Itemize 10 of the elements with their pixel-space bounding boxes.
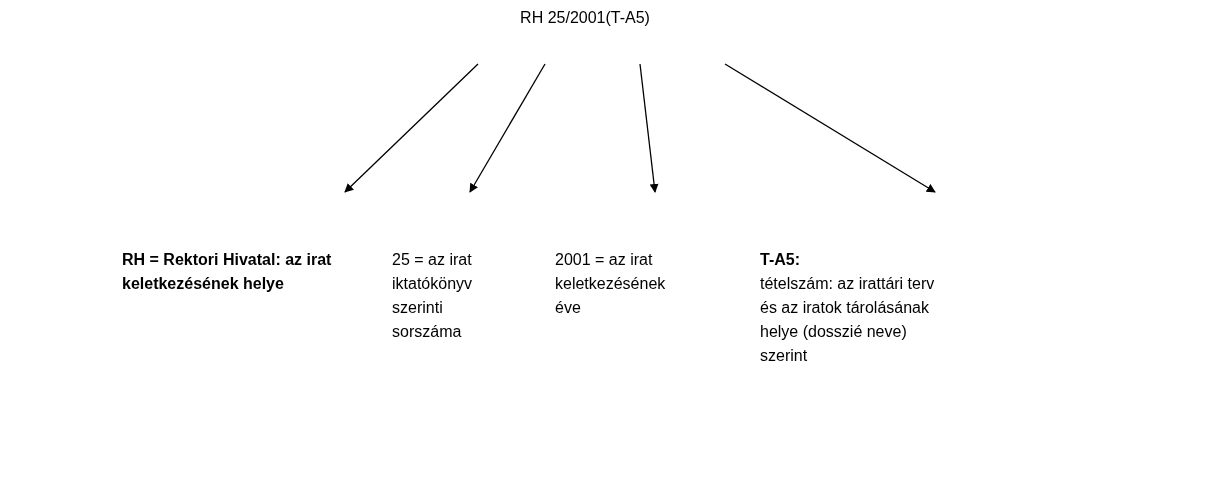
description-text: 25 = az irat iktatókönyv szerinti sorszáma xyxy=(392,250,474,342)
heading-text: T-A5: xyxy=(760,250,801,270)
arrow xyxy=(344,63,479,193)
description-text: tételszám: az irattári terv és az iratok tárolásának helye (dosszié neve) szerint xyxy=(760,274,936,366)
arrow xyxy=(469,63,546,193)
arrow xyxy=(724,63,936,193)
description-text: RH = Rektori Hivatal: az irat keletkezésének helye xyxy=(122,250,333,294)
code-label: RH 25/2001(T-A5) xyxy=(520,8,650,28)
description-text: 2001 = az irat keletkezésének éve xyxy=(555,250,667,318)
arrow xyxy=(639,63,659,193)
